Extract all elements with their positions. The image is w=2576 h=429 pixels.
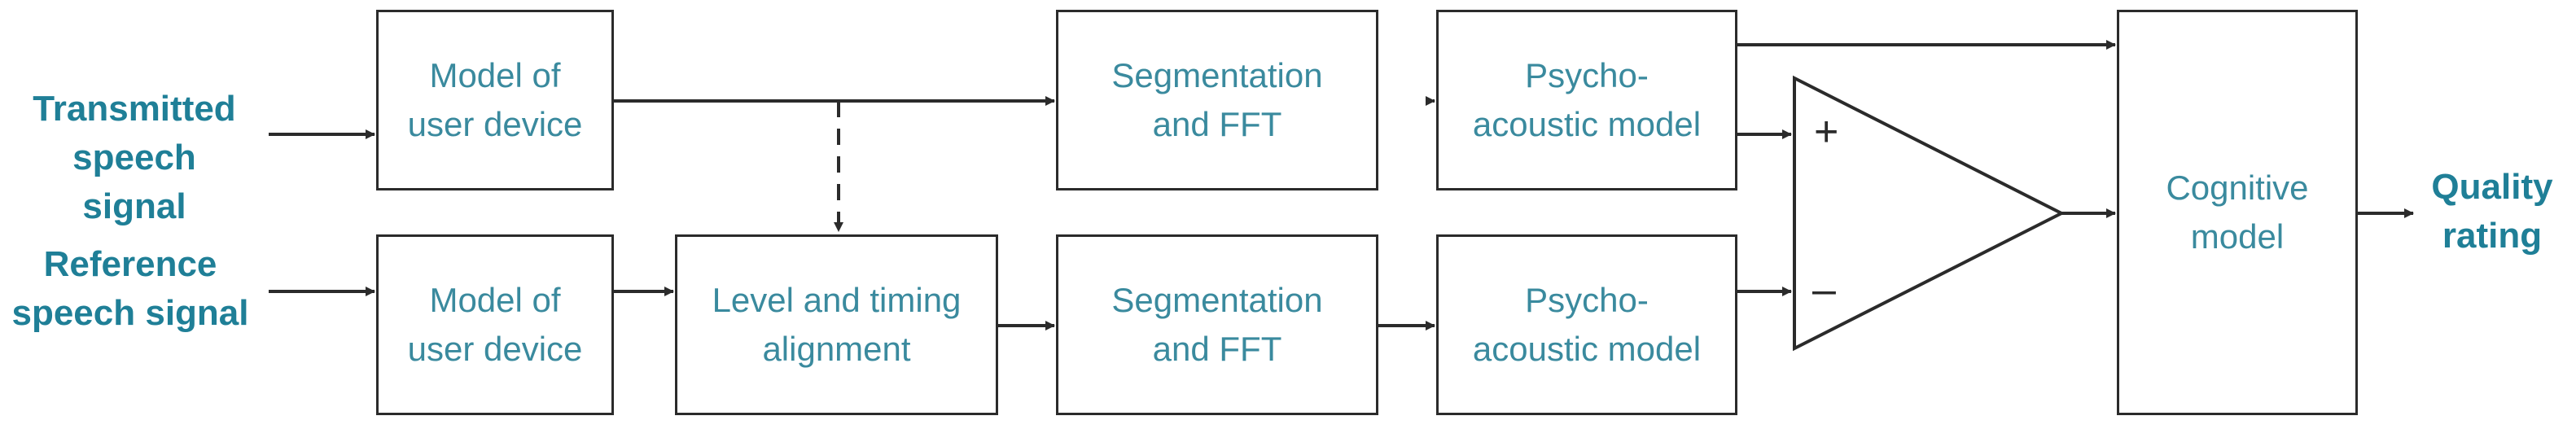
transmitted-label-line-1: Transmitted <box>33 89 236 129</box>
alignment-line-1: Level and timing <box>712 281 962 319</box>
segmentation-fft-top: Segmentation and FFT <box>1056 10 1378 190</box>
fft-bottom-line-2: and FFT <box>1152 330 1282 368</box>
quality-rating-label: Quality rating <box>2423 163 2561 260</box>
cognitive-line-2: model <box>2190 217 2285 256</box>
minus-sign: – <box>1812 266 1836 313</box>
fft-bottom-line-1: Segmentation <box>1111 281 1323 319</box>
device-bottom-line-2: user device <box>407 330 583 368</box>
cognitive-model-block: Cognitive model <box>2117 10 2358 415</box>
psycho-bottom-line-2: acoustic model <box>1472 330 1702 368</box>
psycho-top-line-2: acoustic model <box>1472 105 1702 143</box>
segmentation-fft-bottom: Segmentation and FFT <box>1056 234 1378 415</box>
reference-label-line-1: Reference <box>43 244 217 284</box>
psychoacoustic-model-top: Psycho- acoustic model <box>1436 10 1737 190</box>
fft-top-line-2: and FFT <box>1152 105 1282 143</box>
output-label-line-2: rating <box>2442 216 2543 256</box>
reference-signal-label: Reference speech signal <box>8 240 252 338</box>
psychoacoustic-model-bottom: Psycho- acoustic model <box>1436 234 1737 415</box>
subtractor-triangle <box>1793 75 2066 352</box>
fft-top-line-1: Segmentation <box>1111 56 1323 94</box>
output-label-line-1: Quality <box>2431 167 2553 207</box>
cognitive-line-1: Cognitive <box>2166 169 2309 207</box>
user-device-model-bottom: Model of user device <box>376 234 614 415</box>
device-top-line-1: Model of <box>429 56 561 94</box>
device-top-line-2: user device <box>407 105 583 143</box>
psycho-top-line-1: Psycho- <box>1525 56 1649 94</box>
reference-label-line-2: speech signal <box>11 293 249 333</box>
transmitted-signal-label: Transmitted speech signal <box>16 85 252 231</box>
user-device-model-top: Model of user device <box>376 10 614 190</box>
level-timing-alignment-block: Level and timing alignment <box>675 234 998 415</box>
psycho-bottom-line-1: Psycho- <box>1525 281 1649 319</box>
alignment-line-2: alignment <box>762 330 911 368</box>
transmitted-label-line-2: speech signal <box>72 138 196 226</box>
device-bottom-line-1: Model of <box>429 281 561 319</box>
plus-sign: + <box>1814 108 1839 155</box>
